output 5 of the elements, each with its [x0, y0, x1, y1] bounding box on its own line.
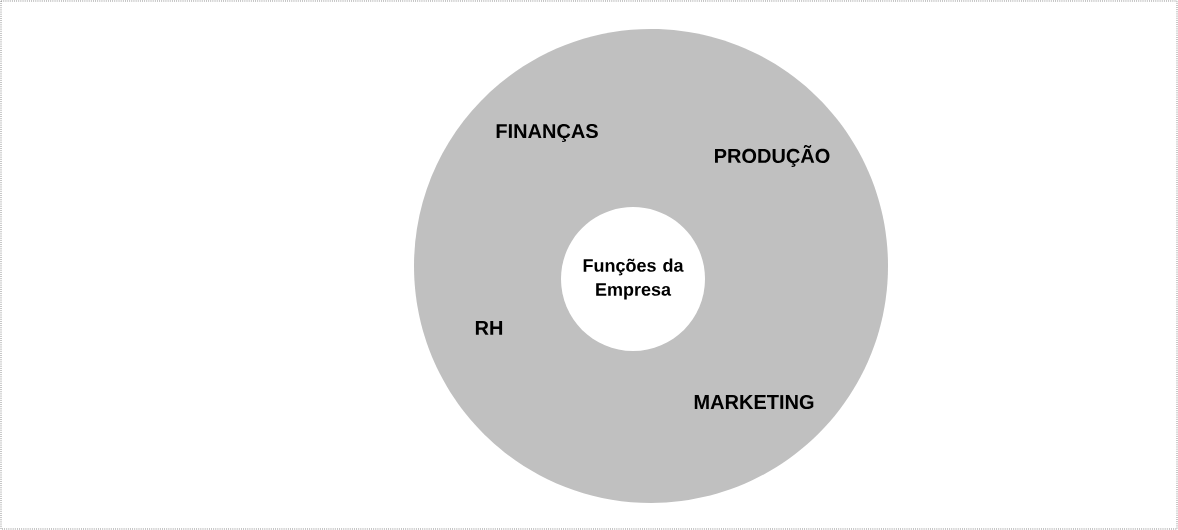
label: RH — [475, 321, 503, 335]
label: FINANÇAS — [496, 123, 598, 143]
label: PRODUÇÃO — [715, 145, 830, 167]
label: MARKETING — [694, 394, 814, 410]
label: Funções da Empresa — [583, 258, 684, 300]
